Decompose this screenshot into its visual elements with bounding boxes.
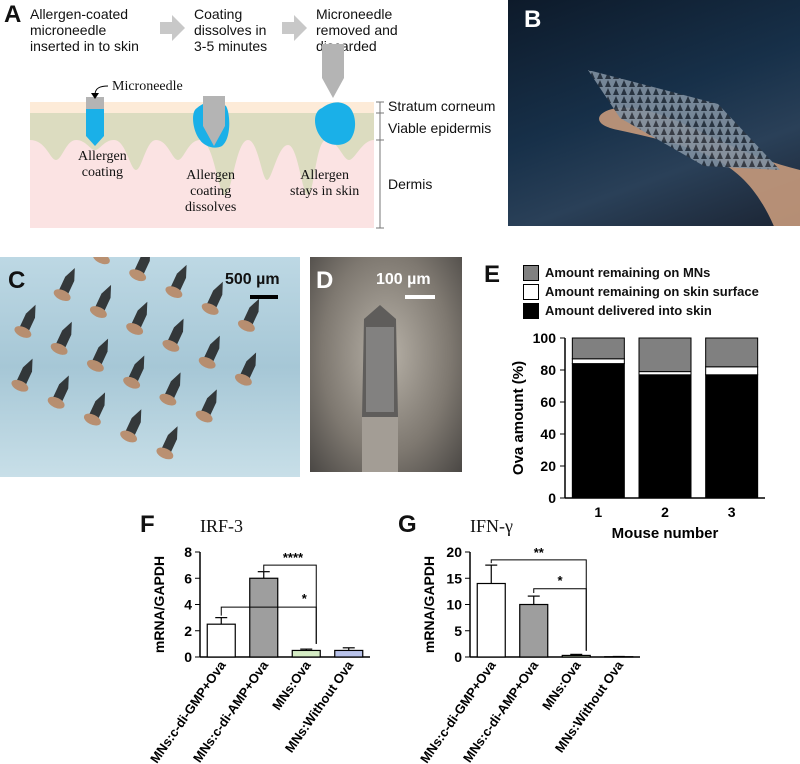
y-tick-label: 8: [184, 544, 192, 560]
legend-e-swatch: [523, 283, 539, 300]
x-tick-label: MNs:c-di-AMP+Ova: [460, 657, 542, 764]
e-y-axis-label: Ova amount (%): [510, 361, 527, 475]
panel-a-letter: A: [4, 1, 22, 28]
panel-g-letter: G: [398, 511, 417, 538]
scale-bar-d: [405, 295, 435, 299]
x-tick-label: MNs:Ova: [269, 657, 314, 712]
e-y-tick-label: 100: [533, 330, 557, 346]
y-axis-label: mRNA/GAPDH: [151, 556, 167, 653]
chart-g: 0 5 10 15 20 mRNA/GAPDH MNs:c-di-GMP+OvaMNs:c-…: [417, 544, 640, 764]
y-tick-label: 15: [446, 570, 462, 586]
e-bar-segment: [638, 374, 692, 499]
e-x-tick-label: 1: [594, 504, 602, 520]
legend-e-item: Amount remaining on MNs: [523, 263, 759, 282]
e-y-tick-label: 60: [540, 394, 556, 410]
legend-e-swatch: [523, 302, 539, 319]
e-x-tick-label: 3: [728, 504, 736, 520]
sig-label: **: [534, 545, 545, 560]
e-bar-segment: [705, 374, 759, 499]
dermis-label: Dermis: [388, 176, 433, 192]
panel-d-photo: D 100 µm: [310, 257, 462, 472]
x-tick-label: MNs:Ova: [539, 657, 584, 712]
y-tick-label: 6: [184, 570, 192, 586]
panel-c-photo: C 500 µm: [0, 257, 300, 477]
stratum-corneum-label: Stratum corneum: [388, 98, 496, 114]
sig-bracket: [263, 564, 317, 644]
chart-f: 0 2 4 6 8 mRNA/GAPDH MNs:c-di-GMP+OvaMNs:c-di-…: [147, 544, 370, 764]
e-x-axis-label: Mouse number: [612, 525, 719, 542]
e-y-tick-label: 80: [540, 362, 556, 378]
e-bar-segment: [705, 337, 759, 368]
sig-label: ****: [283, 550, 304, 565]
sig-bracket: [220, 606, 317, 644]
y-tick-label: 20: [446, 544, 462, 560]
e-bar-segment: [571, 358, 625, 365]
chart-g-title: IFN-γ: [470, 516, 513, 536]
e-x-tick-label: 2: [661, 504, 669, 520]
panel-f-letter: F: [140, 511, 155, 538]
legend-e-item: Amount remaining on skin surface: [523, 282, 759, 301]
panel-a-diagram: [30, 15, 384, 229]
microneedle-1: [86, 97, 104, 146]
microneedle-label: Microneedle: [112, 79, 183, 94]
y-tick-label: 5: [454, 623, 462, 639]
e-y-tick-label: 40: [540, 426, 556, 442]
step-arrow-2: [282, 15, 307, 41]
scale-label-c: 500 µm: [225, 271, 280, 288]
bar: [249, 577, 279, 658]
microneedle-patch-image: [588, 70, 800, 226]
y-axis-label: mRNA/GAPDH: [421, 556, 437, 653]
panel-d-letter: D: [316, 267, 334, 294]
legend-e-label: Amount remaining on skin surface: [545, 284, 759, 299]
e-bar-segment: [638, 337, 692, 373]
e-bar-segment: [705, 366, 759, 376]
legend-e-swatch: [523, 264, 539, 281]
bar: [291, 649, 321, 658]
panel-b-letter: B: [524, 6, 542, 33]
x-tick-label: MNs:c-di-GMP+Ova: [147, 657, 229, 764]
scale-label-d: 100 µm: [376, 271, 431, 288]
sig-label: *: [557, 573, 563, 588]
y-tick-label: 0: [454, 649, 462, 665]
chart-f-title: IRF-3: [200, 516, 244, 536]
step-arrow-1: [160, 15, 185, 41]
y-tick-label: 10: [446, 597, 462, 613]
e-y-tick-label: 20: [540, 458, 556, 474]
panel-e-letter: E: [484, 261, 501, 288]
e-bar-segment: [571, 363, 625, 499]
epidermis-layer: [30, 112, 374, 195]
single-microneedle-image: [362, 295, 435, 472]
y-tick-label: 0: [184, 649, 192, 665]
panel-c-letter: C: [8, 267, 26, 294]
scale-bar-c: [250, 295, 278, 299]
microneedle-2: [193, 96, 230, 148]
bar: [206, 623, 236, 658]
sig-label: *: [302, 591, 308, 606]
e-y-tick-label: 0: [548, 490, 556, 506]
legend-e-label: Amount delivered into skin: [545, 303, 712, 318]
y-tick-label: 4: [184, 597, 192, 613]
x-tick-label: MNs:c-di-AMP+Ova: [190, 657, 272, 764]
bar: [334, 649, 364, 658]
panel-b-photo: B: [508, 0, 800, 226]
bar: [519, 603, 549, 658]
viable-epidermis-label: Viable epidermis: [388, 120, 492, 136]
bar: [561, 654, 591, 658]
legend-e-label: Amount remaining on MNs: [545, 265, 711, 280]
microneedle-3: [315, 44, 356, 145]
x-tick-label: MNs:c-di-GMP+Ova: [417, 657, 499, 764]
legend-e-item: Amount delivered into skin: [523, 301, 759, 320]
microneedle-array-image: [9, 257, 278, 462]
y-tick-label: 2: [184, 623, 192, 639]
bar: [476, 582, 506, 658]
sig-bracket: [533, 588, 587, 651]
e-bar-segment: [571, 337, 625, 360]
